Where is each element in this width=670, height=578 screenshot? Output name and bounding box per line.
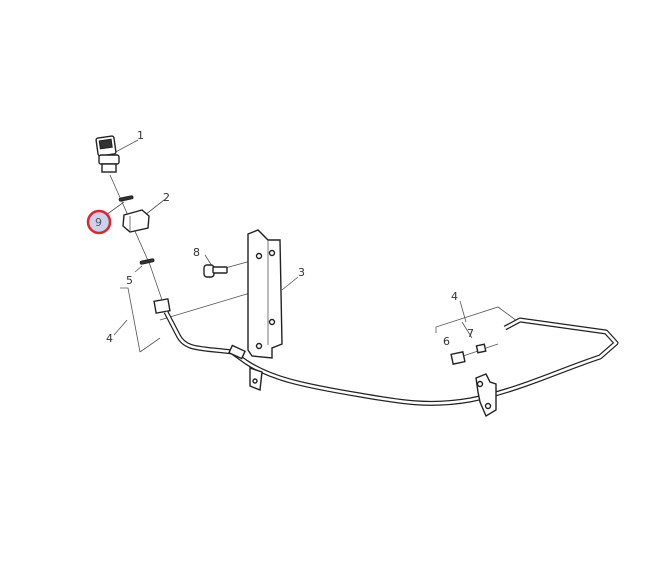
callout-8[interactable]: 8 <box>193 246 200 259</box>
callout-1[interactable]: 1 <box>137 129 144 142</box>
tube-clip-right[interactable] <box>475 373 497 418</box>
callout-9-highlighted[interactable]: 9 <box>86 209 112 235</box>
o-ring-9[interactable] <box>118 195 134 202</box>
tube-clip-left[interactable] <box>249 367 263 391</box>
callout-7[interactable]: 7 <box>467 327 474 340</box>
callout-6[interactable]: 6 <box>443 335 450 348</box>
part-4-tube[interactable] <box>153 298 619 406</box>
callout-2[interactable]: 2 <box>163 191 170 204</box>
part-3-bracket[interactable] <box>247 229 283 359</box>
leader-lines <box>105 139 518 357</box>
part-1-connector[interactable] <box>95 135 120 173</box>
callout-3[interactable]: 3 <box>298 266 305 279</box>
svg-text:9: 9 <box>95 216 102 229</box>
callout-5[interactable]: 5 <box>126 274 133 287</box>
callout-4-right[interactable]: 4 <box>451 290 458 303</box>
part-6-sleeve[interactable] <box>450 351 466 365</box>
o-ring-5[interactable] <box>139 258 155 265</box>
part-8-bolt[interactable] <box>203 264 228 278</box>
part-7-nut[interactable] <box>475 343 487 354</box>
callout-4-left[interactable]: 4 <box>106 332 113 345</box>
part-2-block[interactable] <box>122 209 150 233</box>
